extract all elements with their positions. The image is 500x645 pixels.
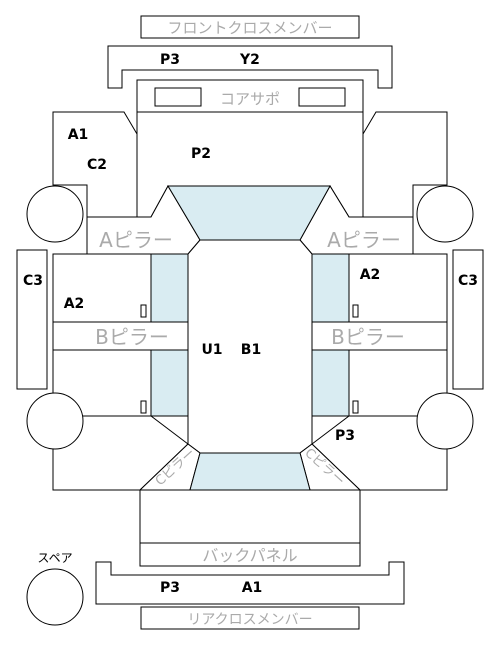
b-pillar-right-label: Bピラー	[331, 325, 405, 349]
rear-right-tire[interactable]	[416, 392, 474, 450]
roof-code-u1: U1	[201, 342, 222, 358]
front-right-door[interactable]	[348, 253, 448, 323]
b-pillar-left[interactable]	[52, 321, 189, 351]
front-bumper-code-y2: Y2	[239, 52, 260, 68]
rear-bumper-code-p3: P3	[160, 580, 180, 596]
front-right-door-code-a2: A2	[360, 267, 381, 283]
rear-right-door-handle	[352, 400, 359, 414]
front-left-fender-code-c2: C2	[87, 157, 107, 173]
spare-tire-label: スペア	[37, 551, 72, 565]
rear-left-door-handle	[140, 400, 147, 414]
b-pillar-right[interactable]	[311, 321, 448, 351]
front-right-door-handle	[352, 304, 359, 318]
core-support-right-slot	[298, 87, 346, 107]
rear-right-quarter-code-p3: P3	[335, 428, 355, 444]
front-right-fender[interactable]	[362, 111, 448, 218]
front-right-tire[interactable]	[416, 185, 474, 243]
rear-left-tire[interactable]	[26, 392, 84, 450]
rear-bumper-frame[interactable]	[95, 561, 405, 605]
front-left-door-code-a2: A2	[64, 296, 85, 312]
front-left-fender-code-a1: A1	[68, 127, 89, 143]
a-pillar-left-label: Aピラー	[99, 228, 173, 252]
back-panel-box[interactable]	[139, 542, 361, 567]
a-pillar-right-label: Aピラー	[327, 228, 401, 252]
rear-cross-member-label: リアクロスメンバー	[187, 612, 312, 628]
rear-cross-member-box[interactable]	[140, 606, 360, 630]
left-side-sill-code-c3: C3	[23, 273, 43, 289]
core-support-label: コアサポ	[220, 90, 280, 108]
back-panel-label: バックパネル	[202, 546, 297, 565]
right-side-sill-code-c3: C3	[458, 273, 478, 289]
rear-window[interactable]	[189, 452, 311, 491]
rear-bumper-code-a1: A1	[242, 580, 263, 596]
roof-code-b1: B1	[241, 342, 261, 358]
trunk-lid[interactable]	[139, 489, 361, 544]
front-left-door-handle	[140, 304, 147, 318]
core-support-left-slot	[154, 87, 202, 107]
front-left-tire[interactable]	[26, 185, 84, 243]
b-pillar-left-label: Bピラー	[95, 325, 169, 349]
hood-code-p2: P2	[191, 146, 211, 162]
front-cross-member-label: フロントクロスメンバー	[167, 19, 332, 37]
front-cross-member-box[interactable]	[140, 15, 360, 39]
spare-tire[interactable]	[26, 568, 84, 626]
right-side-sill[interactable]	[452, 249, 484, 390]
left-side-sill[interactable]	[16, 249, 48, 390]
front-bumper-frame[interactable]	[107, 45, 393, 89]
front-bumper-code-p3: P3	[160, 52, 180, 68]
